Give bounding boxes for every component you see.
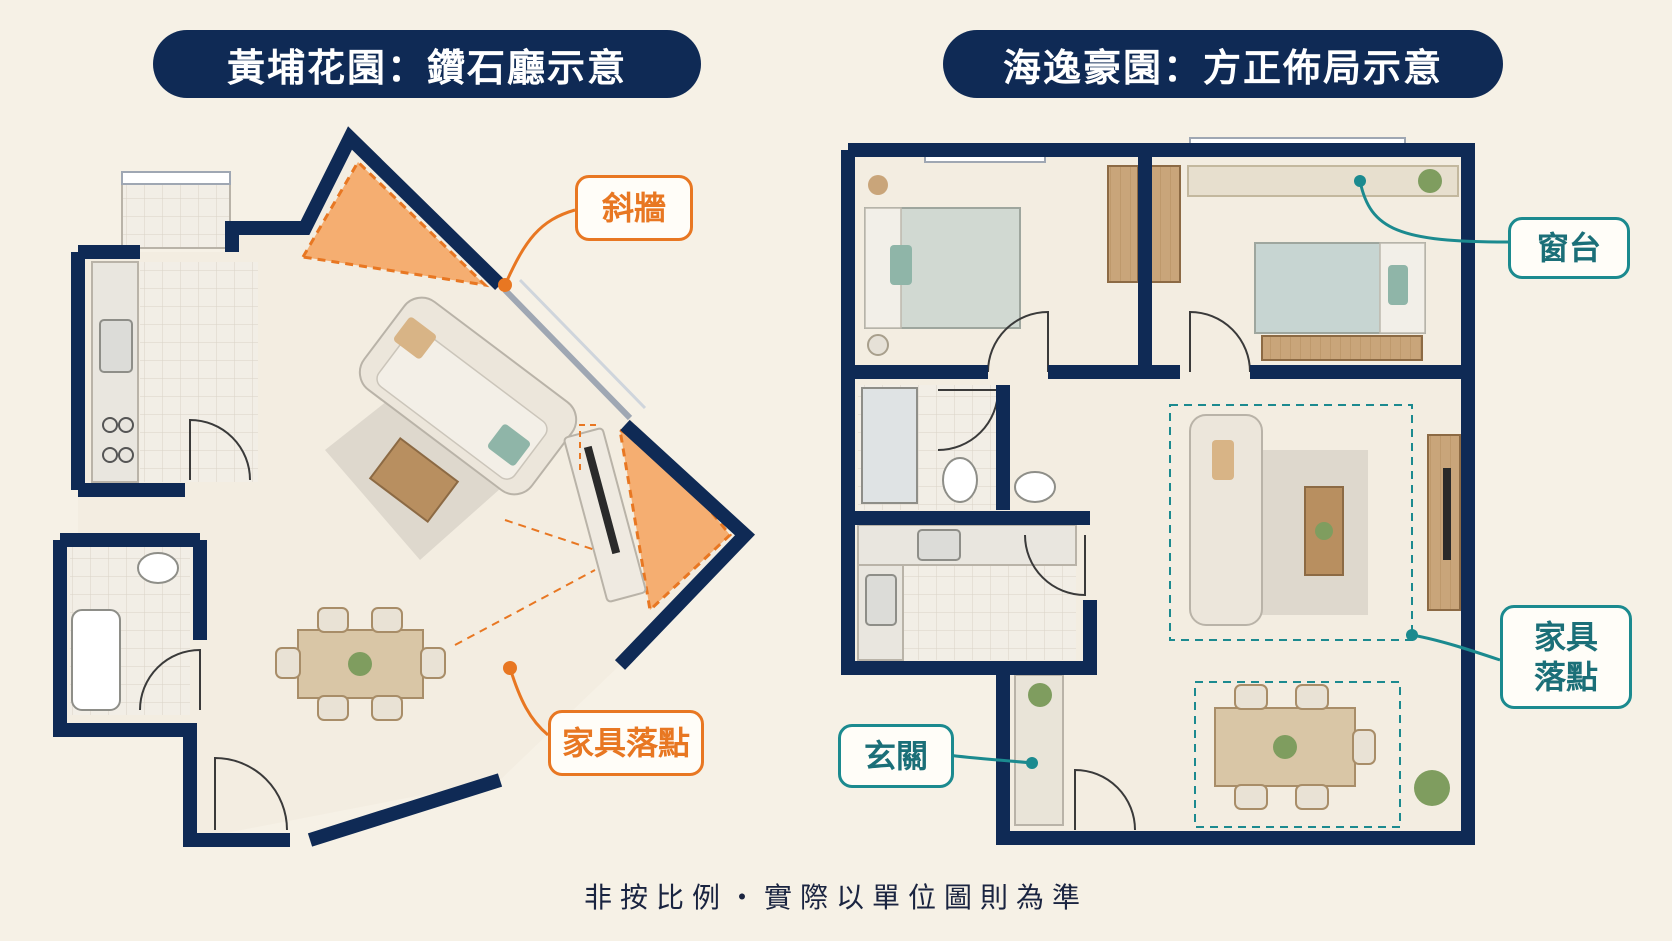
bed-cushion: [1388, 265, 1408, 305]
kitchen-door-swing: [189, 418, 251, 481]
bathroom-door-swing: [139, 648, 201, 711]
sight-line-arrow: [579, 424, 598, 470]
nightstand-lamp-icon: [867, 334, 889, 356]
right-kitchen-sink: [917, 529, 961, 561]
entrance-plant-icon: [1028, 683, 1052, 707]
toilet: [942, 457, 978, 503]
dining-plant-icon: [1273, 735, 1297, 759]
right-kitchen-counter: [857, 524, 1077, 566]
stove-burner: [118, 447, 134, 463]
bed-cushion: [890, 245, 912, 285]
slanted-wall-zone-top: [300, 159, 490, 288]
right-plan-walls: [841, 143, 1475, 845]
corner-plant-icon: [1414, 770, 1450, 806]
callout-window-sill: 窗台: [1508, 217, 1630, 279]
left-diagonal-window: [518, 278, 647, 410]
stove-burner: [102, 417, 118, 433]
callout-entrance: 玄關: [838, 724, 954, 788]
balcony-rail: [121, 171, 231, 185]
right-entrance-door-swing: [1074, 768, 1136, 831]
sofa-cushion: [487, 424, 531, 466]
left-plan-title: 黃埔花園：鑽石廳示意: [153, 30, 701, 98]
right-plan-title: 海逸豪園：方正佈局示意: [943, 30, 1503, 98]
tv: [1443, 468, 1451, 560]
sofa-cushion: [393, 317, 437, 359]
sight-line: [454, 569, 596, 646]
stove-burner: [118, 417, 134, 433]
left-diagonal-window: [502, 287, 633, 421]
wardrobe: [1149, 165, 1181, 283]
callout-left-furniture: 家具落點: [548, 710, 704, 776]
bathtub: [71, 609, 121, 711]
window-sill-leader: [1358, 180, 1509, 244]
dining-chairs: [1234, 684, 1376, 810]
nightstand-lamp-icon: [868, 175, 888, 195]
coffee-table-plant-icon: [1315, 522, 1333, 540]
dining-plant-icon: [348, 652, 372, 676]
right-floor-plan: [841, 137, 1509, 845]
entrance-leader: [947, 753, 1033, 765]
sofa: [1189, 414, 1263, 626]
bedroom-1-door-swing: [987, 310, 1049, 373]
window-sill: [1187, 165, 1459, 197]
tv: [583, 445, 621, 555]
bedroom-2-door-swing: [1189, 310, 1251, 373]
sofa-cushion: [1212, 440, 1234, 480]
bathroom-basin: [1014, 471, 1056, 503]
bathroom-basin: [137, 552, 179, 584]
sight-line: [504, 519, 596, 551]
kitchen-door-swing: [1024, 534, 1086, 597]
left-floor-plan: [53, 126, 756, 847]
callout-right-furniture: 家具落點: [1500, 605, 1632, 709]
left-kitchen-sink: [99, 319, 133, 373]
window-sill-plant-icon: [1418, 169, 1442, 193]
left-kitchen-floor: [140, 262, 258, 482]
dining-chairs: [275, 607, 446, 721]
stove-burner: [102, 447, 118, 463]
dining-zone-outline: [1194, 681, 1401, 828]
callout-slanted-wall: 斜牆: [575, 175, 693, 241]
scale-footnote: 非按比例・實際以單位圖則為準: [583, 881, 1088, 914]
left-entrance-door-swing: [214, 756, 288, 831]
bed-bench: [1261, 335, 1423, 361]
left-furniture-leader: [508, 667, 549, 737]
right-kitchen-sink: [865, 574, 897, 626]
right-furniture-leader: [1411, 633, 1501, 662]
left-plan-walls: [53, 126, 756, 847]
shower: [861, 387, 918, 504]
wardrobe: [1107, 165, 1139, 283]
slanted-wall-leader: [503, 208, 576, 286]
coffee-table: [368, 436, 460, 524]
